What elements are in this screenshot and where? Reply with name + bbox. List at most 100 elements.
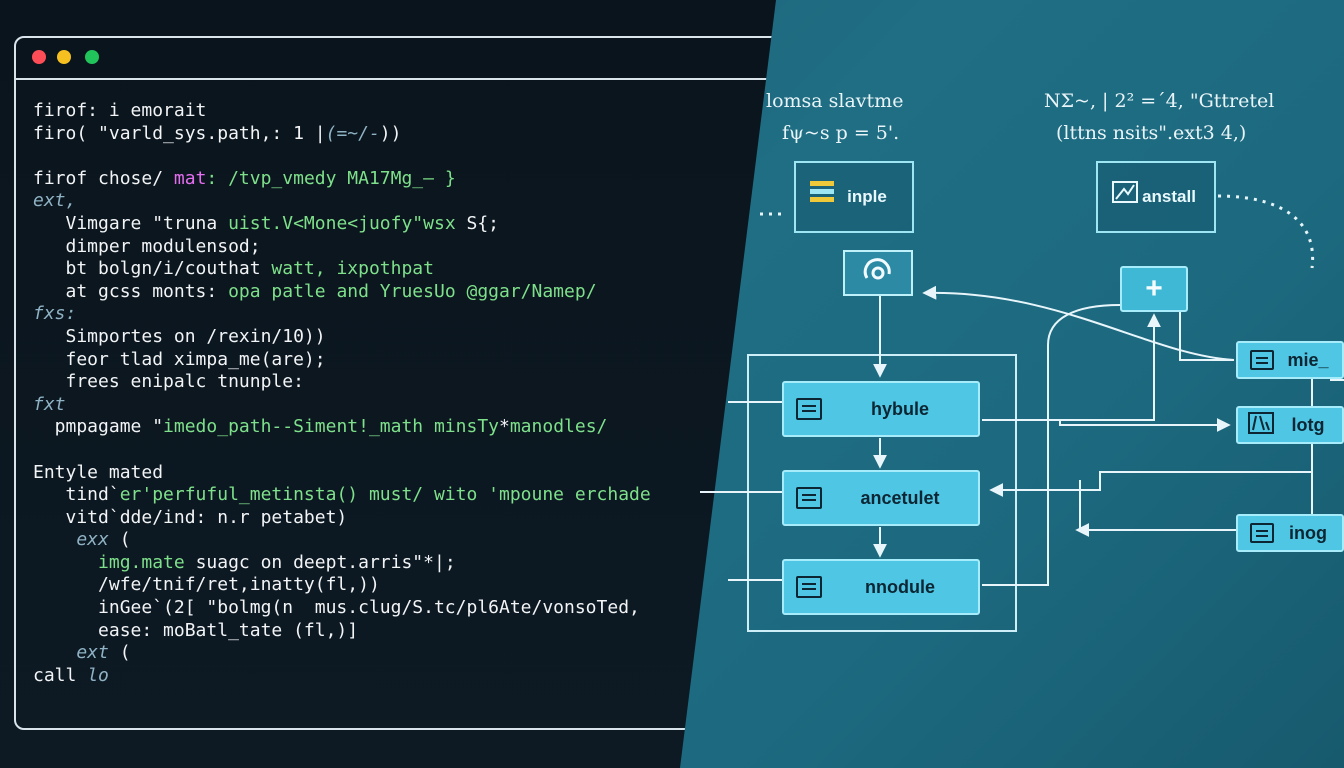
code-token: Vimgare "truna xyxy=(33,212,229,234)
code-token: vitd`dde/ind: n.r petabet) xyxy=(33,506,348,528)
lotg-label: lotg xyxy=(1291,414,1325,435)
code-token: ext xyxy=(33,642,120,664)
code-token: imedo_path--Siment!_math minsTy xyxy=(163,416,499,438)
code-token: opa patle and YruesUo @ggar/Namep/ xyxy=(228,280,597,302)
code-line[interactable]: fxs: xyxy=(33,303,651,326)
code-token: *|; xyxy=(423,551,456,573)
editor-titlebar xyxy=(16,38,776,80)
connector-line xyxy=(922,285,1235,361)
code-line[interactable]: /wfe/tnif/ret,inatty(fl,)) xyxy=(33,574,651,597)
code-token: suagc on deept.arris" xyxy=(195,551,424,573)
mie-label: mie_ xyxy=(1287,349,1329,370)
connector-line xyxy=(982,313,1161,421)
list-icon xyxy=(810,181,836,203)
code-token: : /tvp_vmedy MA17Mg_— } xyxy=(206,167,456,189)
minimize-button[interactable] xyxy=(57,50,71,64)
code-token: (=~/- xyxy=(325,122,380,144)
code-line[interactable]: ext, xyxy=(33,190,651,213)
code-token: * xyxy=(499,416,510,438)
nnodule-label: nnodule xyxy=(865,576,935,597)
mie-node[interactable]: mie_ xyxy=(1236,341,1344,379)
lab-icon xyxy=(1248,411,1274,439)
code-line[interactable]: Simportes on /rexin/10)) xyxy=(33,326,651,349)
code-line[interactable]: bt bolgn/i/couthat watt, ixpothpat xyxy=(33,258,651,281)
code-token: firo( "varld_sys.path,: 1 xyxy=(33,122,315,144)
formula-text: fψ~s p = 5'. xyxy=(782,122,900,144)
code-token: inGee`(2[ "bolmg(n mus.clug/S.tc/pl6Ate/… xyxy=(33,597,640,619)
ancetulet-node[interactable]: ancetulet xyxy=(782,470,980,526)
chart-icon xyxy=(1112,181,1140,205)
code-line[interactable]: ext ( xyxy=(33,642,651,665)
code-token: ( xyxy=(119,642,131,664)
code-line[interactable]: img.mate suagc on deept.arris"*|; xyxy=(33,552,651,575)
code-line[interactable]: dimper modulensod; xyxy=(33,236,651,259)
document-icon xyxy=(1250,350,1274,370)
code-line[interactable]: feor tlad ximpa_me(are); xyxy=(33,349,651,372)
lotg-node[interactable]: lotg xyxy=(1236,406,1344,444)
anstall-node[interactable]: anstall xyxy=(1096,161,1216,233)
hybule-label: hybule xyxy=(870,398,929,419)
code-token: img.mate xyxy=(33,551,196,573)
connector-line xyxy=(1179,305,1234,361)
code-line[interactable]: vitd`dde/ind: n.r petabet) xyxy=(33,507,651,530)
formula-text: (lttns nsits".ext3 4,) xyxy=(1056,122,1247,144)
code-token: ( xyxy=(119,529,131,551)
dotted-connector xyxy=(1217,194,1315,269)
code-line[interactable]: fxt xyxy=(33,394,651,417)
formula-text: lomsa slavtme xyxy=(766,90,904,112)
code-token: Entyle mated xyxy=(33,461,164,483)
code-token: bt bolgn/i/couthat xyxy=(33,258,272,280)
code-token: ease: moBatl_tate (fl,)] xyxy=(33,619,359,641)
code-line[interactable]: firof: i emorait xyxy=(33,100,651,123)
code-line[interactable]: Entyle mated xyxy=(33,462,651,485)
code-token: ext, xyxy=(33,190,77,212)
code-token: Simportes on /rexin/10)) xyxy=(33,325,326,347)
close-button[interactable] xyxy=(32,50,46,64)
code-line[interactable]: frees enipalc tnunple: xyxy=(33,371,651,394)
connector-line xyxy=(982,418,1231,432)
connector-line xyxy=(989,440,1313,497)
code-token: uist.V<Mone<juofy"wsx xyxy=(228,212,456,234)
nnodule-node[interactable]: nnodule xyxy=(782,559,980,615)
code-token: call xyxy=(33,664,88,686)
document-icon xyxy=(1250,523,1274,543)
code-line[interactable]: ease: moBatl_tate (fl,)] xyxy=(33,620,651,643)
code-line[interactable]: firo( "varld_sys.path,: 1 |(=~/-)) xyxy=(33,123,651,146)
inple-node[interactable]: inple xyxy=(794,161,914,233)
code-line[interactable]: exx ( xyxy=(33,529,651,552)
sync-node[interactable] xyxy=(843,250,913,296)
maximize-button[interactable] xyxy=(85,50,99,64)
inog-node[interactable]: inog xyxy=(1236,514,1344,552)
plus-icon: + xyxy=(1145,272,1163,305)
code-token: fxs: xyxy=(33,303,77,325)
code-line[interactable]: inGee`(2[ "bolmg(n mus.clug/S.tc/pl6Ate/… xyxy=(33,597,651,620)
code-token: frees enipalc tnunple: xyxy=(33,371,304,393)
code-token: lo xyxy=(87,664,109,686)
code-token: firof: i emorait xyxy=(33,100,207,121)
code-token: feor tlad ximpa_me(are); xyxy=(33,348,326,370)
document-icon xyxy=(796,398,822,420)
anstall-label: anstall xyxy=(1142,187,1196,206)
code-line[interactable]: firof chose/ mat: /tvp_vmedy MA17Mg_— } xyxy=(33,168,651,191)
code-line[interactable]: pmpagame "imedo_path--Siment!_math minsT… xyxy=(33,416,651,439)
ancetulet-label: ancetulet xyxy=(860,487,940,508)
inog-label: inog xyxy=(1289,522,1327,543)
formula-text: NΣ~, | 2² =´4, "Gttretel xyxy=(1044,90,1275,112)
document-icon xyxy=(796,487,822,509)
hybule-node[interactable]: hybule xyxy=(782,381,980,437)
connector-line xyxy=(982,304,1121,586)
document-icon xyxy=(796,576,822,598)
code-token: watt, ixpothpat xyxy=(271,258,434,280)
code-line[interactable]: tind`er'perfuful_metinsta() must/ wito '… xyxy=(33,484,651,507)
code-line[interactable]: call lo xyxy=(33,665,651,688)
code-line[interactable]: at gcss monts: opa patle and YruesUo @gg… xyxy=(33,281,651,304)
code-line[interactable]: Vimgare "truna uist.V<Mone<juofy"wsx S{; xyxy=(33,213,651,236)
code-token: manodles/ xyxy=(509,416,608,438)
add-node-button[interactable]: + xyxy=(1120,266,1188,312)
code-token: )) xyxy=(379,122,402,144)
inple-label: inple xyxy=(847,187,887,206)
code-token: mat xyxy=(173,167,207,189)
